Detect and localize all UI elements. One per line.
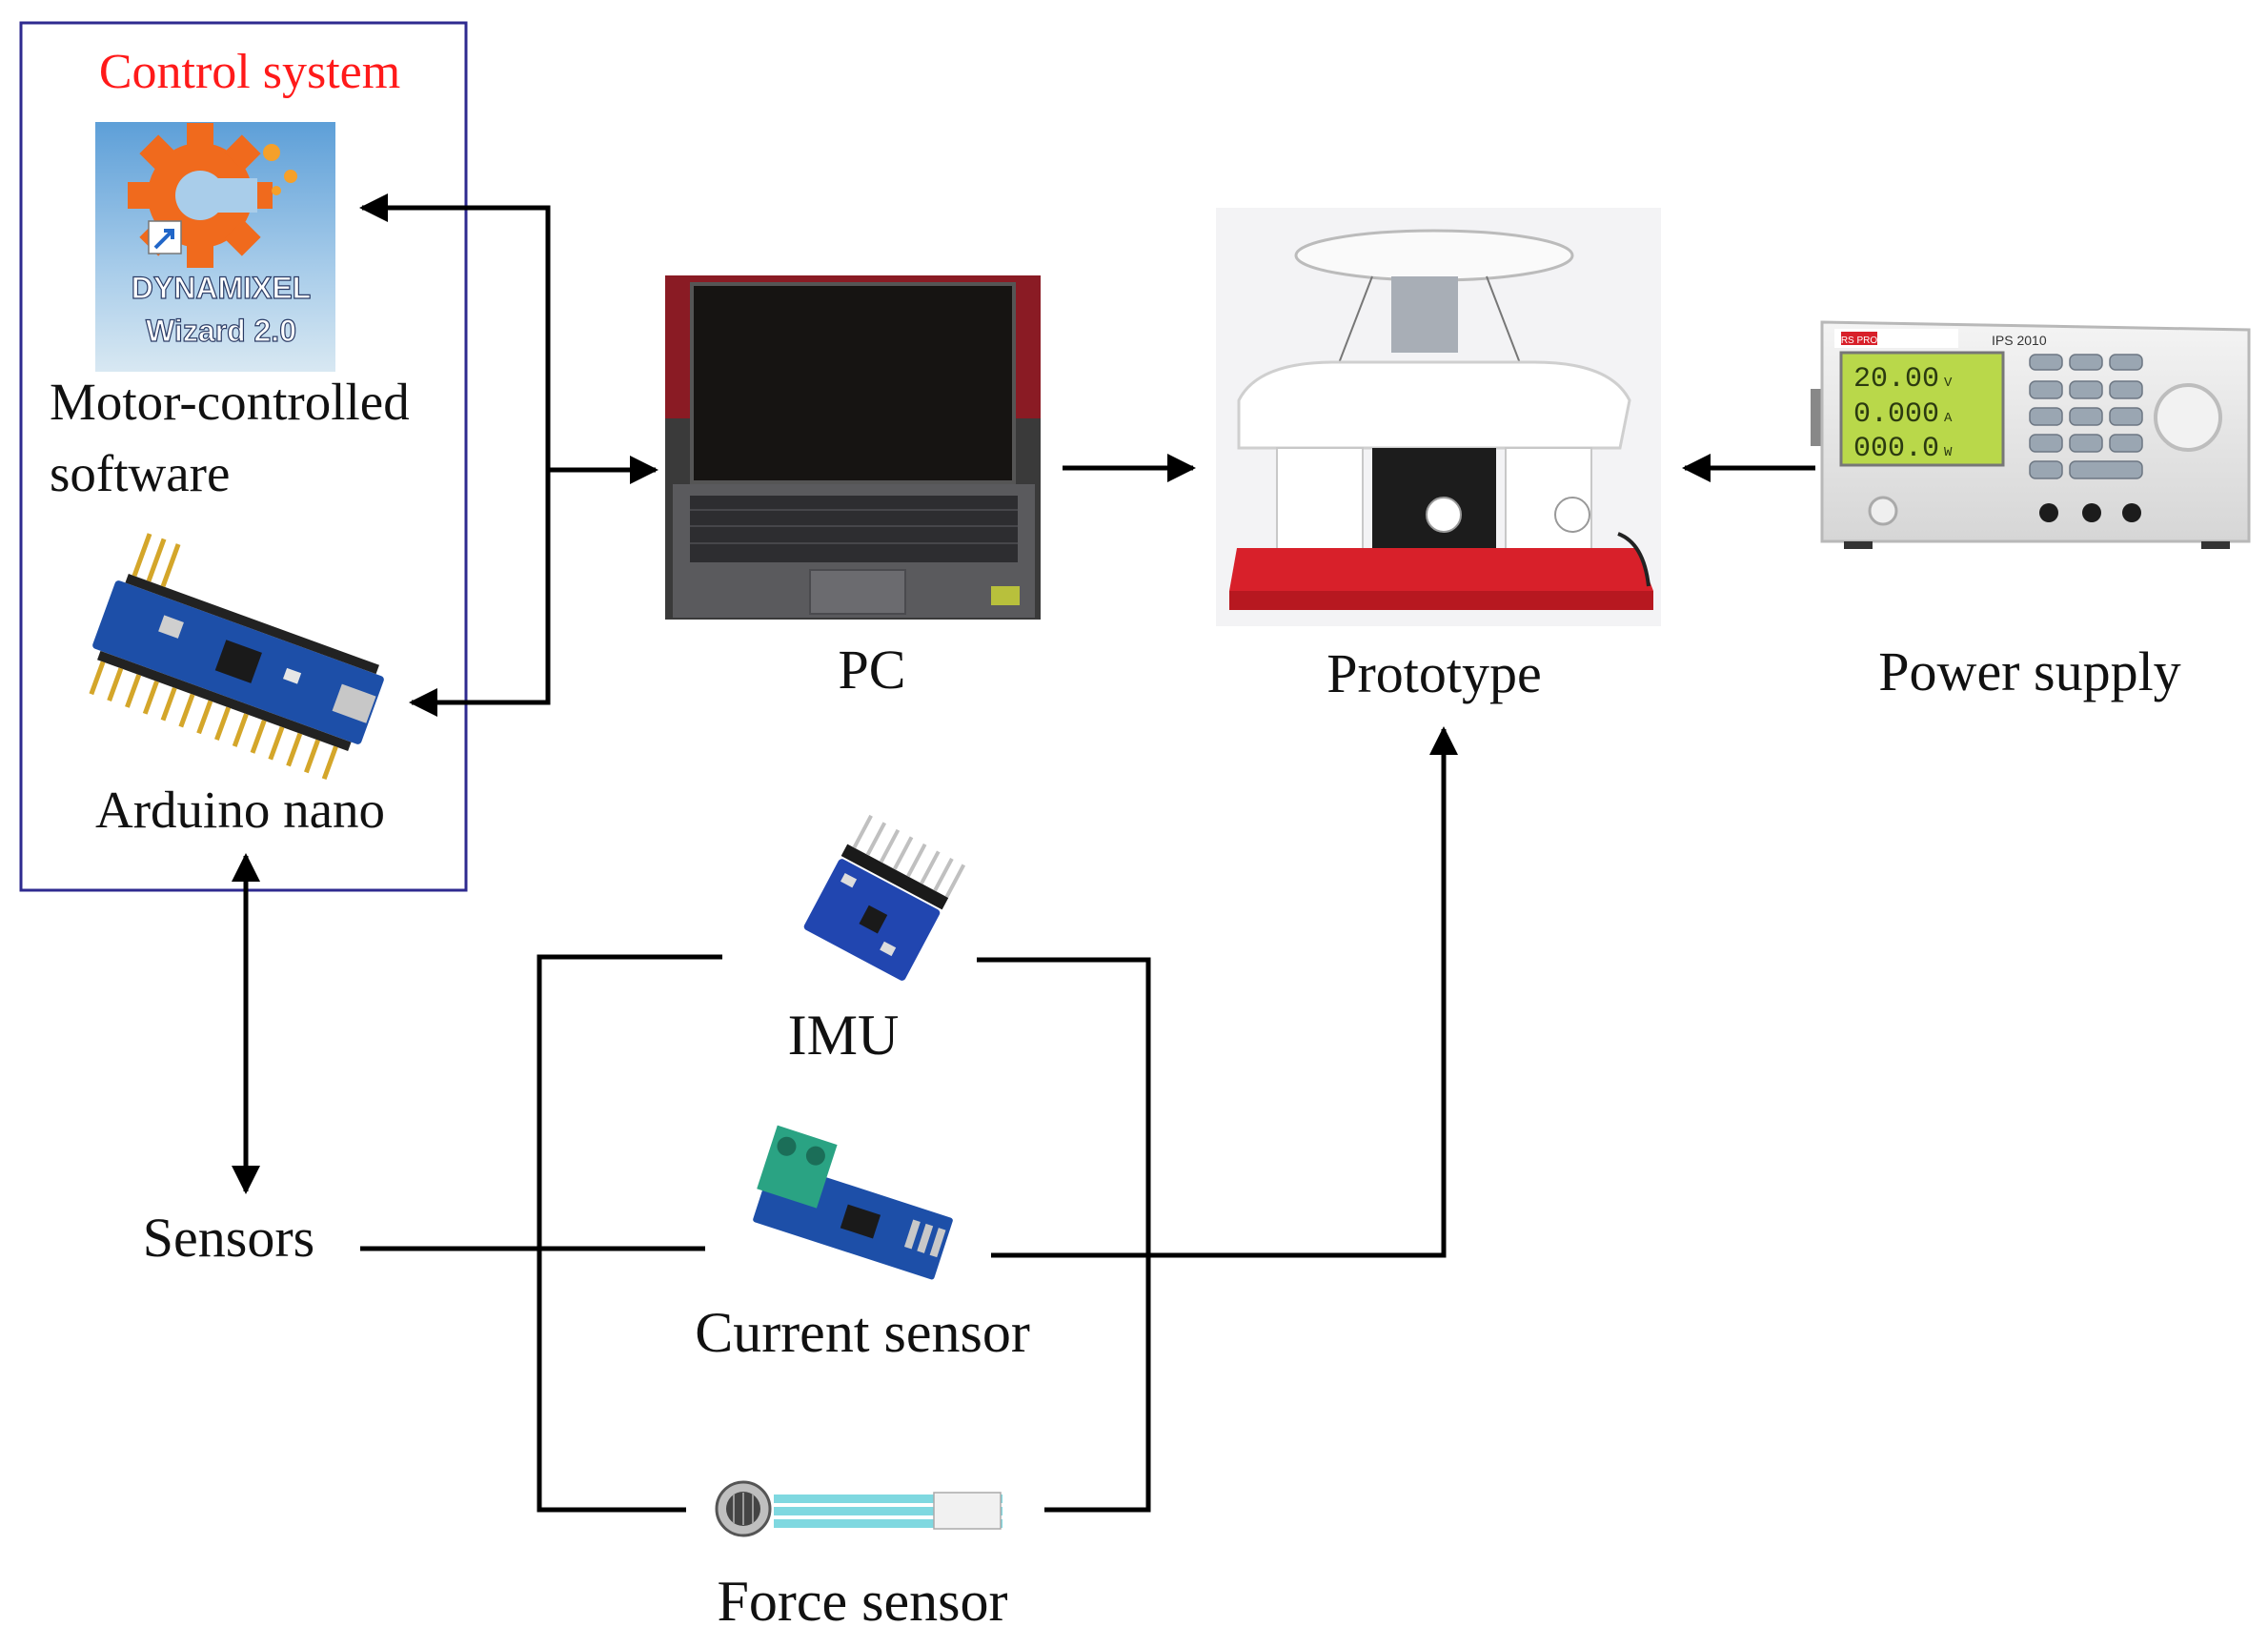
laptop-icon — [665, 275, 1041, 620]
dynamixel-icon-text-2: Wizard 2.0 — [146, 314, 296, 348]
force-sensor-icon — [715, 1480, 1002, 1537]
arrow-to-arduino — [409, 470, 551, 717]
arrow-to-software — [359, 193, 551, 470]
current-sensor-label: Current sensor — [695, 1301, 1030, 1364]
current-sensor-icon — [753, 1125, 953, 1280]
power-supply-label: Power supply — [1878, 640, 2180, 702]
prototype-label: Prototype — [1326, 642, 1542, 704]
arduino-nano-board-icon — [89, 533, 384, 781]
imu-label: IMU — [788, 1004, 900, 1067]
dynamixel-icon-text-1: DYNAMIXEL — [132, 271, 311, 305]
lcd-unit-power: W — [1944, 445, 1953, 460]
lcd-reading-current: 0.000 — [1853, 398, 1939, 431]
power-supply-model: IPS 2010 — [1992, 333, 2047, 348]
arrow-sensors-to-prototype — [991, 726, 1458, 1258]
prototype-device-icon — [1216, 208, 1661, 626]
control-system-title: Control system — [99, 45, 400, 99]
lcd-reading-voltage: 20.00 — [1853, 363, 1939, 396]
pc-label: PC — [839, 639, 906, 701]
dynamixel-wizard-icon: DYNAMIXEL Wizard 2.0 — [95, 122, 335, 372]
software-label-line2: software — [50, 444, 230, 502]
sensors-label: Sensors — [143, 1207, 314, 1269]
control-pc-connections — [359, 193, 658, 717]
imu-board-icon — [803, 814, 966, 981]
power-supply-brand: RS PRO — [1841, 336, 1878, 346]
power-supply-icon: RS PRO IPS 2010 20.00 0.000 000.0 V A W — [1811, 320, 2251, 549]
software-label-line1: Motor-controlled — [50, 373, 410, 431]
lcd-unit-current: A — [1944, 411, 1953, 426]
sensor-bus — [360, 726, 1458, 1513]
control-system-group: Control system — [19, 21, 468, 892]
arduino-nano-label: Arduino nano — [95, 781, 385, 839]
force-sensor-label: Force sensor — [718, 1570, 1008, 1633]
lcd-unit-voltage: V — [1944, 376, 1953, 391]
lcd-reading-power: 000.0 — [1853, 433, 1939, 465]
